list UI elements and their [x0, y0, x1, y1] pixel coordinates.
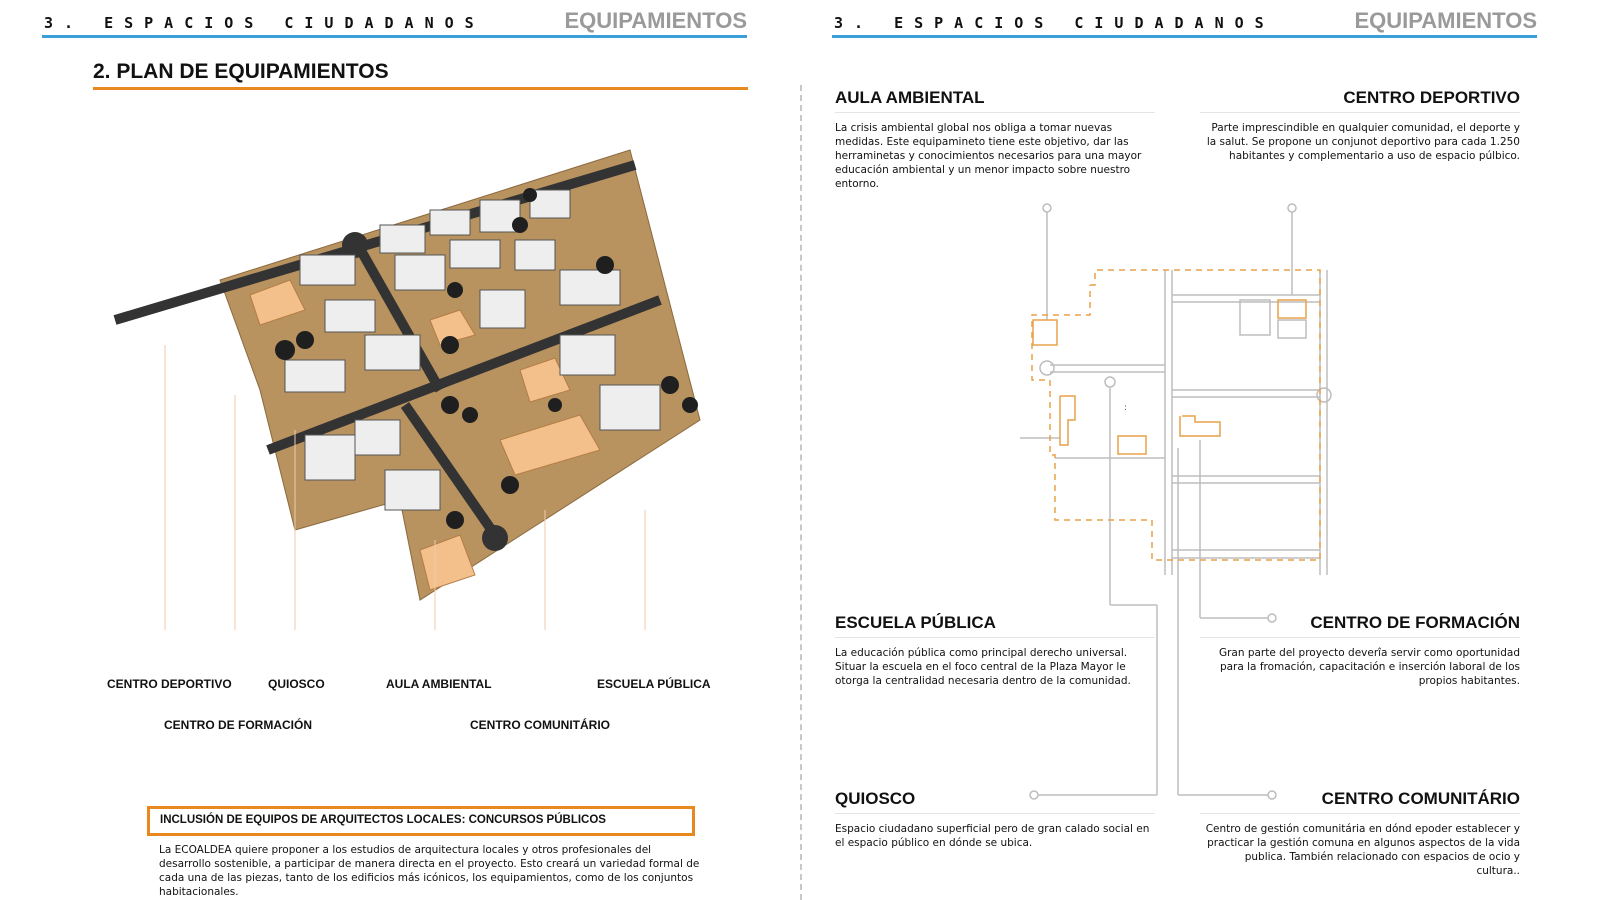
page-header-right: 3. ESPACIOS CIUDADANOS EQUIPAMIENTOS: [832, 8, 1537, 38]
label-aula-ambiental: AULA AMBIENTAL: [386, 677, 492, 691]
block-title: AULA AMBIENTAL: [835, 88, 1155, 113]
label-quiosco: QUIOSCO: [268, 677, 325, 691]
block-text: Centro de gestión comunitária en dónd ep…: [1205, 823, 1520, 877]
page-title: 2. PLAN DE EQUIPAMIENTOS: [93, 60, 748, 90]
block-text: Parte imprescindible en qualquier comuni…: [1206, 122, 1520, 162]
block-text: La crisis ambiental global nos obliga a …: [835, 122, 1142, 190]
block-title: CENTRO DEPORTIVO: [1200, 88, 1520, 113]
block-aula-ambiental: AULA AMBIENTAL La crisis ambiental globa…: [835, 88, 1155, 191]
header-title: EQUIPAMIENTOS: [564, 8, 747, 33]
aerial-site-model: [113, 149, 701, 630]
label-centro-comunitario: CENTRO COMUNITÁRIO: [470, 718, 610, 732]
block-title: QUIOSCO: [835, 789, 1155, 814]
section-label: 3. ESPACIOS CIUDADANOS: [834, 14, 1275, 32]
header-title: EQUIPAMIENTOS: [1354, 8, 1537, 33]
left-page: 3. ESPACIOS CIUDADANOS EQUIPAMIENTOS 2. …: [0, 0, 790, 900]
section-label: 3. ESPACIOS CIUDADANOS: [44, 14, 485, 32]
block-quiosco: QUIOSCO Espacio ciudadano superficial pe…: [835, 789, 1155, 850]
page-header: 3. ESPACIOS CIUDADANOS EQUIPAMIENTOS: [42, 8, 747, 38]
block-title: ESCUELA PÚBLICA: [835, 613, 1155, 638]
block-centro-deportivo: CENTRO DEPORTIVO Parte imprescindible en…: [1200, 88, 1520, 163]
label-centro-formacion: CENTRO DE FORMACIÓN: [164, 718, 312, 732]
label-escuela-publica: ESCUELA PÚBLICA: [597, 677, 711, 691]
block-text: Gran parte del proyecto deverîa servir c…: [1218, 647, 1520, 687]
svg-text::: :: [1124, 403, 1127, 413]
right-page: 3. ESPACIOS CIUDADANOS EQUIPAMIENTOS: [810, 0, 1600, 900]
block-text: La educación pública como principal dere…: [835, 647, 1131, 687]
block-centro-comunitario: CENTRO COMUNITÁRIO Centro de gestión com…: [1200, 789, 1520, 878]
block-title: CENTRO COMUNITÁRIO: [1200, 789, 1520, 814]
site-plan-diagram: :: [1020, 203, 1332, 800]
block-text: Espacio ciudadano superficial pero de gr…: [835, 823, 1150, 849]
callout-paragraph: La ECOALDEA quiere proponer a los estudi…: [159, 844, 700, 898]
label-centro-deportivo: CENTRO DEPORTIVO: [107, 677, 232, 691]
page-divider: [800, 85, 802, 900]
callout-box: INCLUSIÓN DE EQUIPOS DE ARQUITECTOS LOCA…: [147, 806, 695, 836]
block-escuela-publica: ESCUELA PÚBLICA La educación pública com…: [835, 613, 1155, 688]
block-title: CENTRO DE FORMACIÓN: [1200, 613, 1520, 638]
block-centro-formacion: CENTRO DE FORMACIÓN Gran parte del proye…: [1200, 613, 1520, 688]
